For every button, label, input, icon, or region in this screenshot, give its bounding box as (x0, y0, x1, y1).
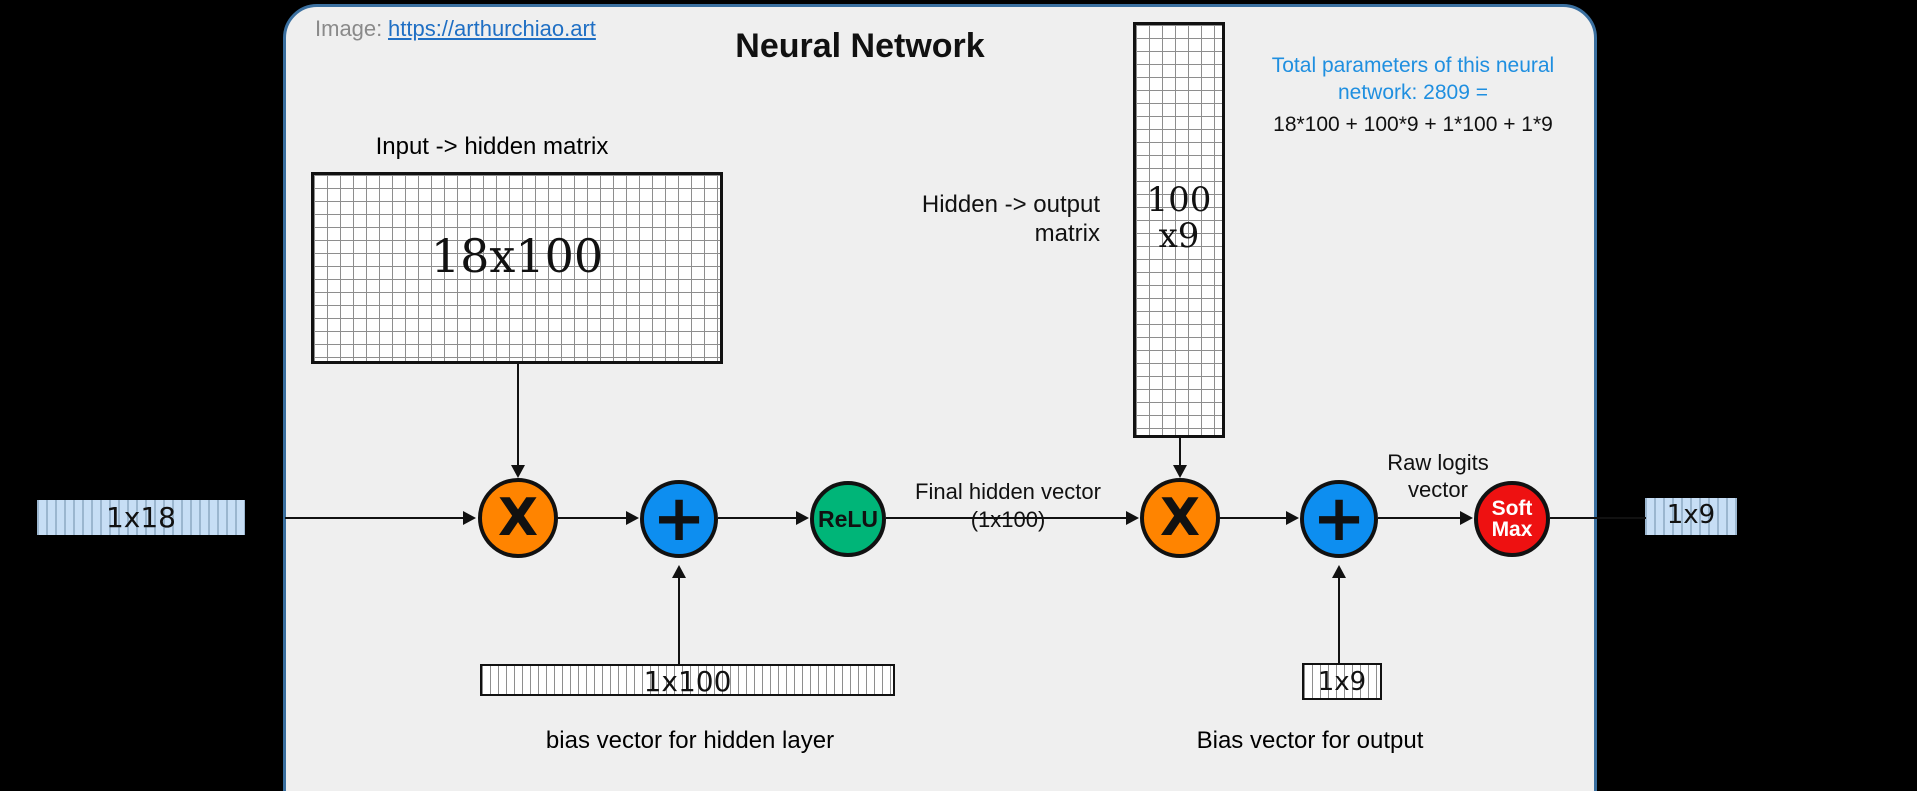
arrowhead-bias-hidden-to-add1 (672, 565, 686, 578)
input-vector (37, 500, 245, 535)
relu-node[interactable]: ReLU (810, 481, 886, 557)
diagram-card (283, 4, 1597, 791)
page-title: Neural Network (735, 27, 985, 65)
raw-logits-vector-label: Raw logits vector (1387, 450, 1489, 502)
hidden-output-matrix-label: Hidden -> output matrix (921, 191, 1100, 248)
input-hidden-matrix-label: Input -> hidden matrix (375, 133, 609, 160)
arrow-hidden-output-matrix-to-multiply2 (1179, 438, 1181, 465)
arrow-add1-to-relu (718, 517, 796, 519)
bias-vector-output (1302, 663, 1382, 700)
total-parameters-note: Total parameters of this neural network:… (1271, 54, 1555, 105)
arrowhead-multiply1-to-add1 (626, 511, 639, 525)
arrowhead-relu-to-multiply2 (1126, 511, 1139, 525)
credit-link[interactable]: https://arthurchiao.art (388, 16, 596, 41)
final-hidden-vector-label: Final hidden vector (1x100) (915, 479, 1101, 532)
output-vector (1645, 498, 1737, 535)
arrow-multiply2-to-add2 (1220, 517, 1286, 519)
multiply-node-2[interactable]: X (1140, 478, 1220, 558)
arrow-add2-to-softmax (1378, 517, 1460, 519)
hidden-output-matrix (1133, 22, 1225, 438)
bias-vector-hidden-label: 1x100 (643, 665, 732, 698)
bias-vector-output-caption: Bias vector for output (1196, 727, 1424, 754)
arrow-multiply1-to-add1 (558, 517, 626, 519)
arrow-bias-output-to-add2 (1338, 578, 1340, 663)
arrowhead-bias-output-to-add2 (1332, 565, 1346, 578)
arrow-input-to-multiply1 (285, 517, 463, 519)
arrow-input-hidden-matrix-to-multiply1 (517, 364, 519, 465)
add-node-1[interactable]: + (640, 480, 718, 558)
arrowhead-hidden-output-matrix-to-multiply2 (1173, 465, 1187, 478)
multiply-node-1[interactable]: X (478, 478, 558, 558)
hidden-output-matrix-size: 100 x9 (1146, 180, 1212, 256)
arrowhead-add2-to-softmax (1460, 511, 1473, 525)
arrowhead-multiply2-to-add2 (1286, 511, 1299, 525)
arrowhead-add1-to-relu (796, 511, 809, 525)
softmax-label-line2: Max (1491, 518, 1533, 541)
add-node-2[interactable]: + (1300, 480, 1378, 558)
credit-label: Image: (315, 16, 383, 41)
bias-vector-output-label: 1x9 (1317, 667, 1367, 697)
arrow-bias-hidden-to-add1 (678, 578, 680, 664)
input-hidden-matrix (311, 172, 723, 364)
input-hidden-matrix-size: 18x100 (430, 229, 604, 283)
bias-vector-hidden-caption: bias vector for hidden layer (545, 727, 835, 754)
arrowhead-input-hidden-matrix-to-multiply1 (511, 465, 525, 478)
parameter-breakdown-note: 18*100 + 100*9 + 1*100 + 1*9 (1273, 113, 1553, 136)
arrow-softmax-to-output (1550, 517, 1646, 519)
bias-vector-hidden (480, 664, 895, 696)
output-vector-label: 1x9 (1666, 500, 1716, 530)
softmax-label-line1: Soft (1491, 497, 1533, 520)
arrowhead-input-to-multiply1 (463, 511, 476, 525)
input-vector-label: 1x18 (105, 501, 176, 534)
arrow-relu-to-multiply2 (886, 517, 1126, 519)
softmax-node[interactable]: Soft Max (1474, 481, 1550, 557)
